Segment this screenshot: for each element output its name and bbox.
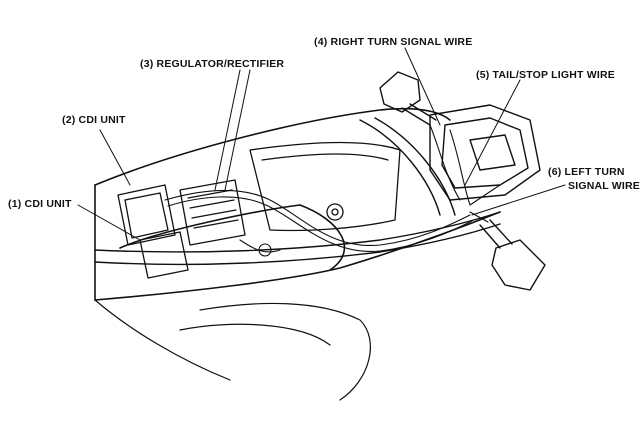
wiring-harness: [164, 124, 501, 257]
label-cdi-unit-2: (2) CDI UNIT: [62, 114, 126, 126]
tail-light-housing: [429, 104, 541, 201]
right-turn-signal: [379, 71, 437, 126]
label-left-turn-signal-wire-line1: (6) LEFT TURN: [548, 166, 625, 178]
cdi-units: [117, 184, 189, 279]
label-right-turn-signal-wire: (4) RIGHT TURN SIGNAL WIRE: [314, 36, 473, 48]
label-left-turn-signal-wire-line2: SIGNAL WIRE: [568, 180, 640, 192]
frame-rails: [94, 117, 501, 266]
lower-wheel-area: [94, 299, 371, 401]
label-regulator-rectifier: (3) REGULATOR/RECTIFIER: [140, 58, 285, 70]
battery-box: [249, 141, 401, 232]
label-tail-stop-light-wire: (5) TAIL/STOP LIGHT WIRE: [476, 69, 615, 81]
leader-lines: [77, 47, 566, 241]
label-cdi-unit-1: (1) CDI UNIT: [8, 198, 72, 210]
rear-cowl-outline: [94, 107, 501, 301]
regulator-rectifier-unit: [179, 179, 246, 246]
left-turn-signal: [479, 219, 546, 291]
